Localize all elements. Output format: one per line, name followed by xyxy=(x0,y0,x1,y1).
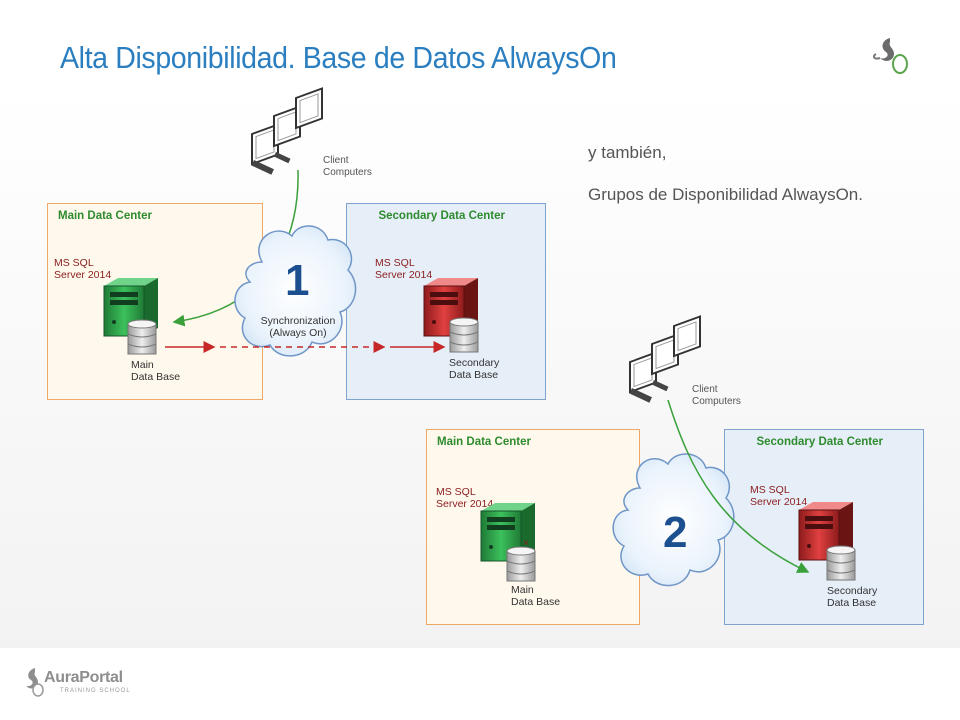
diagram2-secondary-db-icon xyxy=(826,545,856,581)
page-title: Alta Disponibilidad. Base de Datos Alway… xyxy=(60,40,617,75)
diagram1-client-computers-icon xyxy=(251,87,323,175)
diagram1-cloud-icon xyxy=(234,225,357,357)
diagram2-main-server-label: MS SQL Server 2014 xyxy=(436,486,494,510)
diagram2-client-computers-icon xyxy=(629,315,701,403)
diagram2-main-db-icon xyxy=(506,546,536,582)
diagram1-secondary-dc-title: Secondary Data Center xyxy=(378,210,505,222)
diagram1-sync-label: Synchronization (Always On) xyxy=(260,315,336,339)
diagram1-step-number: 1 xyxy=(285,256,310,305)
diagram2-step-number: 2 xyxy=(663,508,688,557)
diagram1-main-server-label: MS SQL Server 2014 xyxy=(54,257,112,281)
diagram1-main-db-label: Main Data Base xyxy=(131,359,181,383)
diagram2-cloud-icon xyxy=(612,453,735,587)
diagram2-secondary-server-label: MS SQL Server 2014 xyxy=(750,484,808,508)
diagram1-main-dc-title: Main Data Center xyxy=(58,210,152,222)
diagram1-secondary-db-label: Secondary Data Base xyxy=(449,357,500,381)
diagram2-main-dc-title: Main Data Center xyxy=(437,436,531,448)
diagram2-main-db-label: Main Data Base xyxy=(511,584,561,608)
footer xyxy=(0,648,960,720)
diagram2-failure-mark: × xyxy=(523,538,529,549)
footer-brand-sub: TRAINING SCHOOL xyxy=(60,688,131,694)
diagram1-secondary-server-label: MS SQL Server 2014 xyxy=(375,257,433,281)
diagram2-secondary-dc-title: Secondary Data Center xyxy=(756,436,883,448)
subtitle-line-1: y también, xyxy=(588,143,667,162)
diagram1-secondary-db-icon xyxy=(449,317,479,353)
diagram2-secondary-db-label: Secondary Data Base xyxy=(827,585,878,609)
diagram1-main-db-icon xyxy=(127,319,157,355)
diagram1-client-label: Client Computers xyxy=(323,155,372,178)
diagram2-client-label: Client Computers xyxy=(692,384,741,407)
subtitle-line-2: Grupos de Disponibilidad AlwaysOn. xyxy=(588,185,863,204)
footer-brand: AuraPortal xyxy=(44,669,123,686)
